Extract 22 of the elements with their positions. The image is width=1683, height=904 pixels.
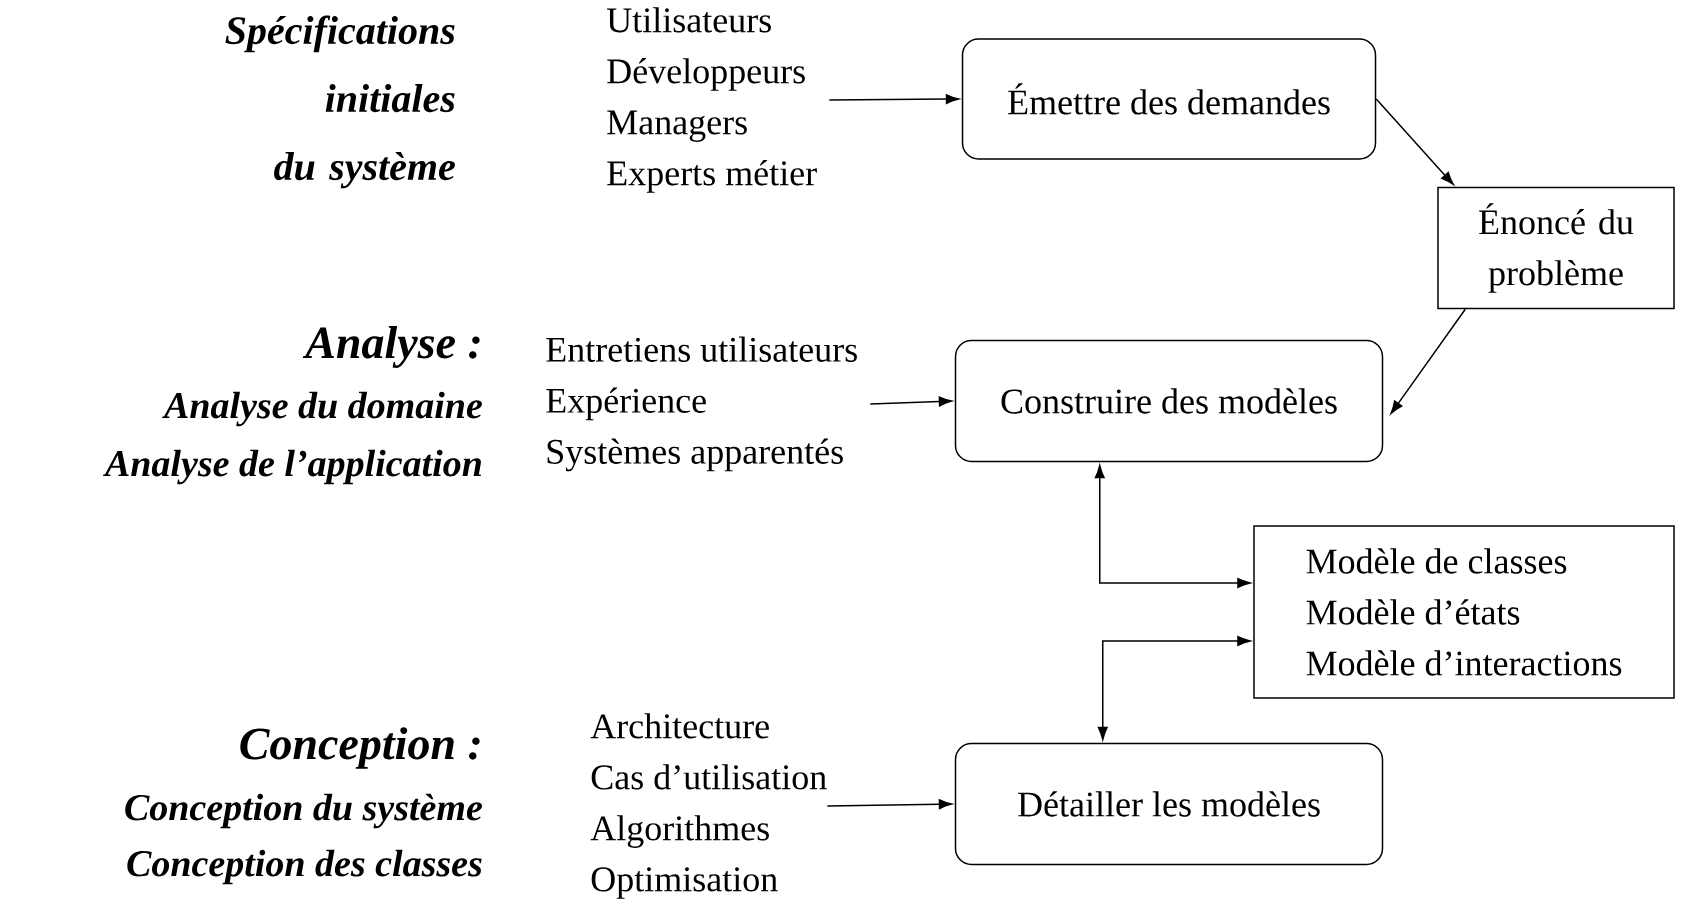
document-box: Modèle de classes Modèle d’états Modèle d’interactions	[1253, 525, 1675, 699]
arrow	[938, 396, 953, 407]
arrow	[1375, 98, 1454, 185]
phase-heading: Analyse :	[302, 326, 480, 368]
phase-heading: Spécifications initiales du système	[225, 15, 455, 189]
arrow	[945, 94, 960, 105]
activity-label: Analyse de l’application	[103, 449, 481, 485]
arrow	[826, 799, 953, 810]
document-box: Énoncé du problème	[1437, 186, 1675, 310]
process-box: Émettre des demandes	[961, 38, 1377, 160]
process-box: Détailler les modèles	[954, 742, 1384, 866]
process-box: Construire des modèles	[954, 339, 1384, 463]
arrow	[1390, 308, 1466, 414]
phase-heading: Conception :	[240, 727, 480, 769]
input-list: Architecture Cas d’utilisation Algorithmes Optimisation	[590, 713, 827, 899]
arrow	[1094, 464, 1251, 588]
activity-label: Analyse du domaine	[162, 391, 482, 427]
input-list: Utilisateurs Développeurs Managers Experts métier	[606, 7, 817, 193]
arrow	[1097, 636, 1251, 741]
activity-label: Conception du système	[125, 793, 482, 829]
input-list: Entretiens utilisateurs Expérience Systèmes apparentés	[546, 336, 857, 472]
activity-label: Conception des classes	[127, 849, 482, 885]
